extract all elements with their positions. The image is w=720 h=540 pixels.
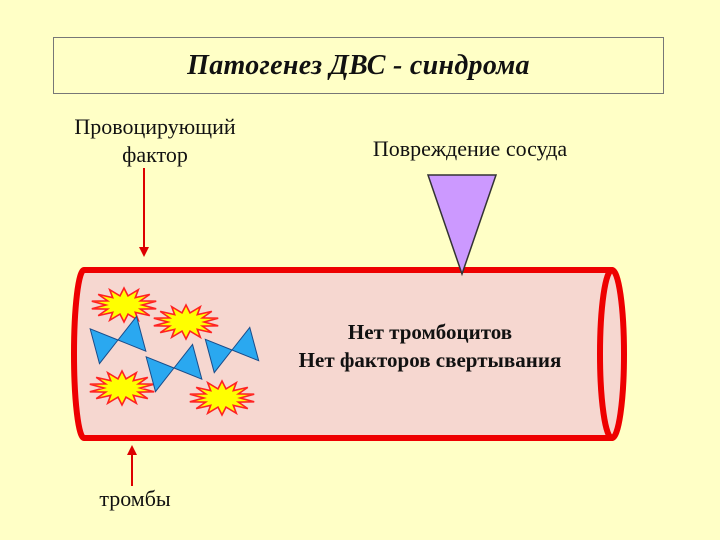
title-box: Патогенез ДВС - синдрома [53,37,664,94]
thrombus-star-icon [153,303,219,341]
thrombus-star-icon [91,286,157,324]
provoking-factor-label-line1: Провоцирующий [74,114,236,139]
vessel-inner-text: Нет тромбоцитов Нет факторов свертывания [265,318,595,374]
provoking-factor-label: Провоцирующий фактор [50,113,260,169]
no-clotting-factors-text: Нет факторов свертывания [298,348,562,372]
page-title: Патогенез ДВС - синдрома [187,49,530,81]
thrombi-label: тромбы [99,486,171,511]
no-platelets-text: Нет тромбоцитов [347,320,513,344]
vessel-opening [597,267,627,441]
thrombus-star-icon [189,379,255,417]
platelet-icon [145,343,203,393]
thrombus-cluster [89,286,260,417]
platelet-icon [89,315,147,365]
thrombus-star-icon [89,369,155,407]
vessel-damage-label: Повреждение сосуда [372,136,568,161]
injury-wedge-icon [426,174,498,277]
platelet-icon [204,326,260,374]
provoking-factor-label-line2: фактор [122,142,188,167]
